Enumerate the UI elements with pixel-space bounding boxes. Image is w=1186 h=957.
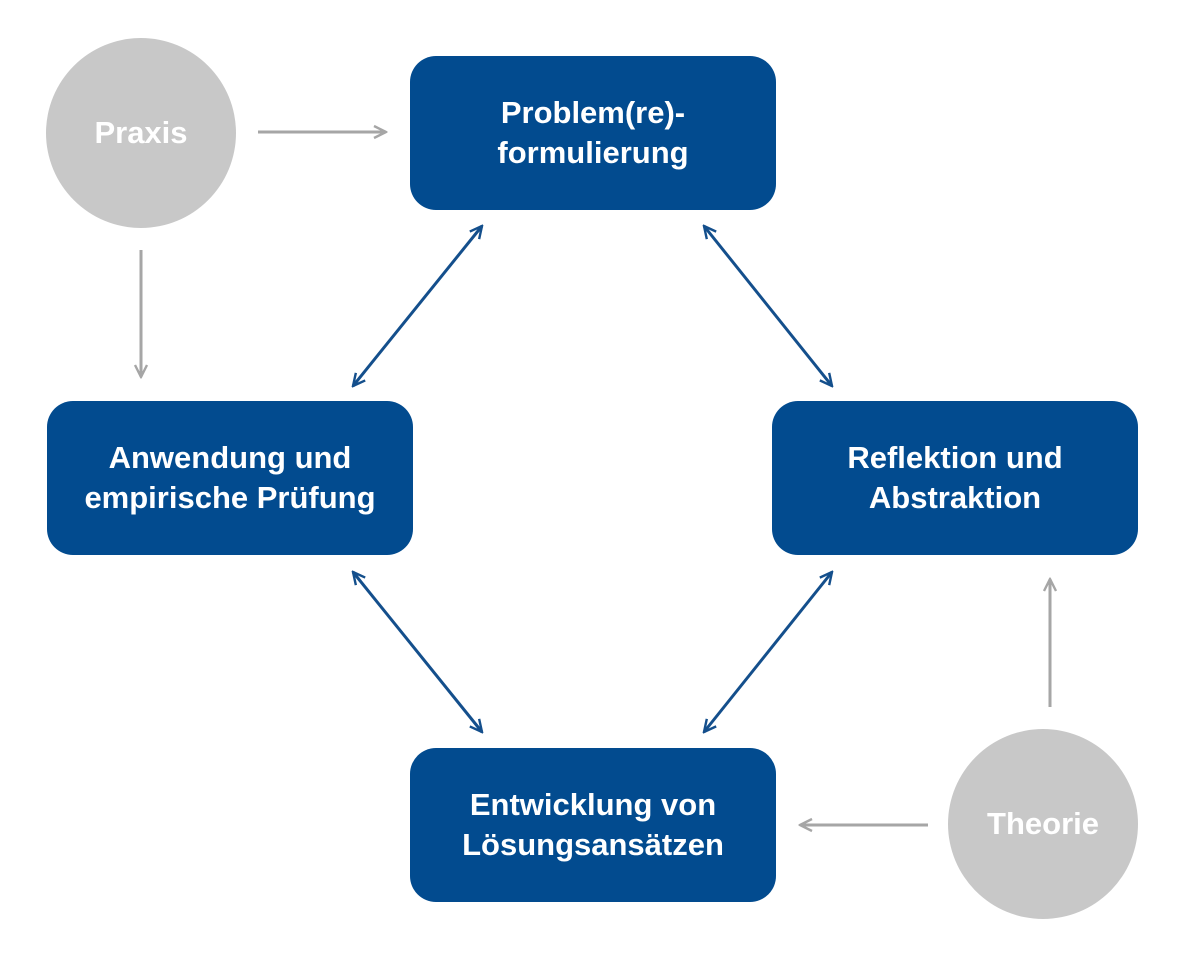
arrow-left-bottom [353,572,482,732]
box-label-line: Anwendung und [108,440,352,475]
arrow-right-bottom [704,572,832,732]
box-label-line: Lösungsansätzen [462,827,724,862]
circle-theorie: Theorie [948,729,1138,919]
box-problemformulierung: Problem(re)- formulierung [410,56,776,210]
box-label-line: Problem(re)- [500,95,686,130]
box-label-line: Reflektion und [847,440,1063,475]
circle-praxis: Praxis [46,38,236,228]
box-label-line: Abstraktion [868,480,1042,515]
box-label-line: Entwicklung von [469,787,717,822]
box-reflektion-text: Reflektion und Abstraktion [847,438,1062,518]
box-entwicklung-text: Entwicklung von Lösungsansätzen [462,785,724,865]
box-anwendung: Anwendung und empirische Prüfung [47,401,413,555]
box-problemformulierung-text: Problem(re)- formulierung [497,93,688,173]
box-reflektion: Reflektion und Abstraktion [772,401,1138,555]
box-anwendung-text: Anwendung und empirische Prüfung [84,438,375,518]
arrow-top-left [353,226,482,386]
arrow-top-right [704,226,832,386]
circle-theorie-label: Theorie [987,806,1099,841]
box-label-line: formulierung [497,135,689,170]
box-label-line: empirische Prüfung [84,480,376,515]
circle-praxis-label: Praxis [94,115,188,150]
box-entwicklung: Entwicklung von Lösungsansätzen [410,748,776,902]
